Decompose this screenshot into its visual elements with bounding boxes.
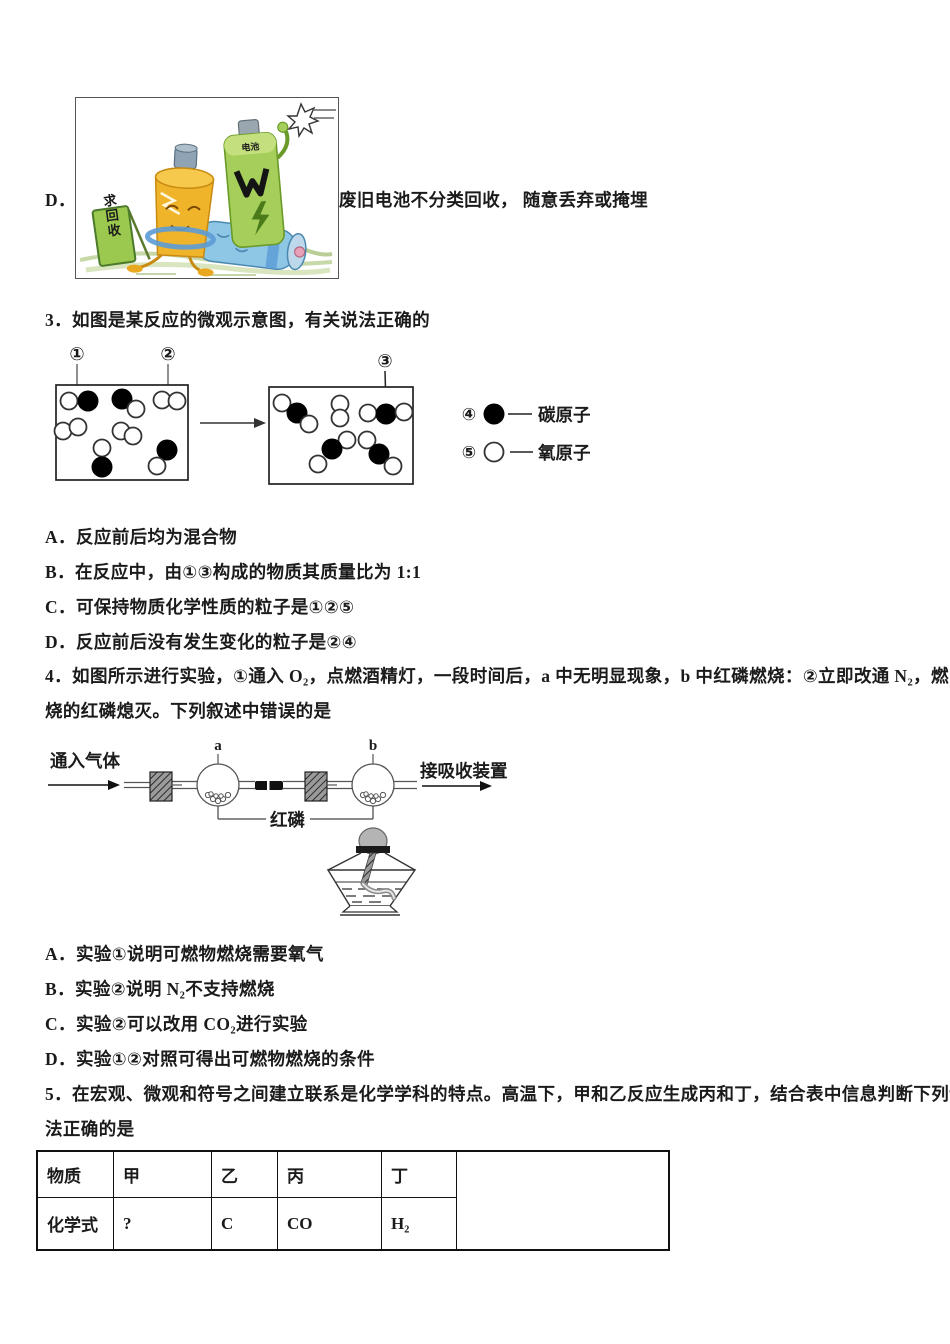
flask-a [196,763,240,807]
recycle-sign-text: 求回收 [101,192,122,239]
q5-stem-line2: 法正确的是 [45,1119,135,1139]
absorb-arrow [422,781,492,791]
red-phosphorus-powder [359,791,387,805]
red-phosphorus-powder [204,791,232,805]
alcohol-lamp [326,827,417,916]
gas-in-label: 通入气体 [50,751,120,771]
table-cell-yi: 乙 [212,1152,278,1198]
option-d-caption: 废旧电池不分类回收， 随意丢弃或掩埋 [339,190,649,210]
table-cell-formula-yi: C [212,1198,278,1249]
absorb-label: 接吸收装置 [420,761,508,781]
q3-option-d: D．反应前后没有发生变化的粒子是②④ [45,632,357,652]
reaction-arrow [200,418,266,428]
glass-tube [124,780,417,790]
apparatus-diagram: 通入气体 [48,738,508,916]
table-cell-formula-jia: ? [114,1198,212,1249]
battery-cartoon: 电池 求回收 [79,102,336,277]
table-cell-bing: 丙 [278,1152,382,1198]
q4-option-a: A．实验①说明可燃物燃烧需要氧气 [45,944,324,964]
table-cell-ding: 丁 [382,1152,457,1198]
table-cell-empty [457,1152,668,1249]
stopper-icon [149,771,173,802]
table-cell-substance-header: 物质 [38,1152,114,1198]
red-phosphorus-pointer [217,806,374,820]
legend-carbon-row: ④ 碳原子 [462,403,591,425]
recycle-sign: 求回收 [91,192,151,267]
after-box [268,386,414,485]
marker-2: ② [160,344,175,364]
green-battery: 电池 [223,119,290,249]
tube-connector [255,781,283,790]
lightning-bolt-icon [251,200,270,236]
micro-diagram: ① ② ③ [53,344,591,485]
option-d-label: D． [45,190,76,210]
table-cell-formula-ding: H₂ [382,1198,457,1249]
o2-molecule [111,421,143,446]
stopper-icon [304,771,328,802]
q5-stem-line1: 5．在宏观、微观和符号之间建立联系是化学学科的特点。高温下，甲和乙反应生成丙和丁… [45,1084,950,1104]
legend-oxygen-label: 氧原子 [537,443,591,463]
co-molecule [111,388,146,419]
co2-molecule [358,402,414,425]
crying-mouth [233,168,270,198]
legend-marker-5: ⑤ [462,443,476,462]
q4-option-d: D．实验①②对照可得出可燃物燃烧的条件 [45,1049,375,1069]
substance-table: 物质 甲 乙 丙 丁 化学式 ? C CO H₂ [36,1150,670,1251]
co-molecule [91,438,113,478]
starburst-icon [286,102,336,139]
co-molecule [59,390,99,412]
marker-3: ③ [377,351,392,371]
flask-b-label: b [369,738,377,754]
q4-stem-line2: 烧的红磷熄灭。下列叙述中错误的是 [45,701,332,721]
marker-1: ① [69,344,84,364]
q3-stem: 3．如图是某反应的微观示意图，有关说法正确的 [45,310,431,330]
green-battery-text: 电池 [241,140,260,153]
co-molecule [147,439,178,476]
apparatus-figure: 通入气体 [40,733,520,933]
legend-carbon-label: 碳原子 [538,405,591,425]
gas-in-arrow [48,780,120,790]
co2-molecule [357,430,403,476]
o2-molecule [330,394,350,428]
legend-oxygen-row: ⑤ 氧原子 [462,441,591,463]
table-cell-formula-header: 化学式 [38,1198,114,1249]
q4-stem-line1: 4．如图所示进行实验，①通入 O₂，点燃酒精灯，一段时间后，a 中无明显现象，b… [45,666,949,686]
q4-option-b: B．实验②说明 N₂不支持燃烧 [45,979,275,999]
legend-marker-4: ④ [462,405,476,424]
table-cell-formula-bing: CO [278,1198,382,1249]
carbon-atom-swatch [483,403,505,425]
table-cell-jia: 甲 [114,1152,212,1198]
battery-cartoon-image: 电池 求回收 [75,97,339,279]
q3-option-b: B．在反应中，由①③构成的物质其质量比为 1:1 [45,562,422,582]
flask-a-label: a [214,738,222,754]
q3-option-c: C．可保持物质化学性质的粒子是①②⑤ [45,597,355,617]
oxygen-atom-swatch [483,441,505,463]
yellow-battery [126,143,216,277]
q4-option-c: C．实验②可以改用 CO₂进行实验 [45,1014,308,1034]
co2-molecule [308,430,357,474]
q3-diagram: ① ② ③ [50,338,610,503]
o2-molecule [53,417,88,441]
red-phosphorus-label: 红磷 [270,810,305,830]
co2-molecule [272,393,319,434]
o2-molecule [152,390,187,411]
flask-b [351,763,395,807]
q3-option-a: A．反应前后均为混合物 [45,527,238,547]
before-box [53,384,189,481]
